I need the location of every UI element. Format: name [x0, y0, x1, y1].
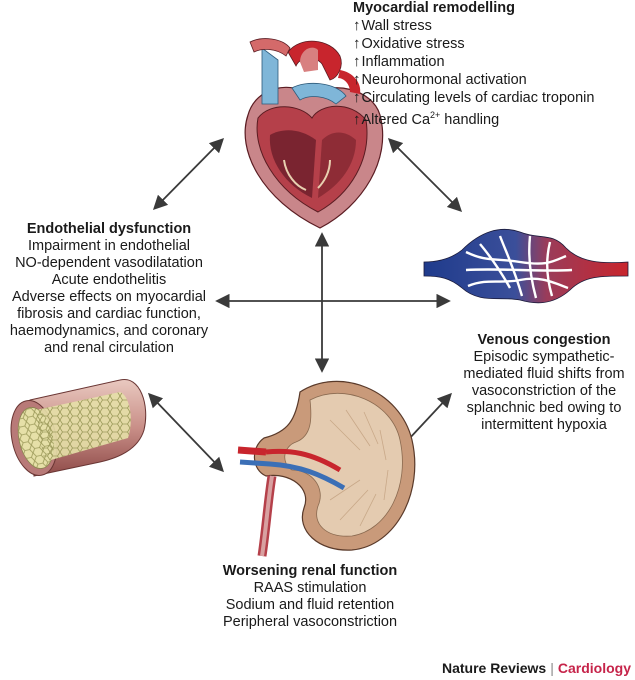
renal-function-title: Worsening renal function	[222, 563, 398, 579]
journal-name: Cardiology	[557, 660, 631, 676]
endothelial-line: haemodynamics, and coronary	[9, 323, 209, 339]
heart-illustration	[244, 38, 384, 229]
publisher-name: Nature Reviews	[441, 660, 547, 676]
myocardial-item: Inflammation	[353, 53, 594, 71]
renal-line: Sodium and fluid retention	[225, 597, 395, 613]
venous-network-illustration	[423, 228, 629, 304]
myocardial-remodelling-title: Myocardial remodelling	[353, 0, 515, 16]
venous-line: intermittent hypoxia	[481, 417, 607, 433]
myocardial-remodelling-block: Myocardial remodelling Wall stress Oxida…	[353, 0, 594, 129]
calcium-prefix: Altered Ca	[361, 111, 431, 128]
venous-line: splanchnic bed owing to	[466, 400, 622, 416]
endothelial-line: and renal circulation	[44, 340, 174, 356]
endothelial-dysfunction-title: Endothelial dysfunction	[26, 221, 192, 237]
venous-congestion-block: Venous congestion Episodic sympathetic- …	[456, 332, 632, 434]
myocardial-item: Neurohormonal activation	[353, 71, 594, 89]
renal-function-block: Worsening renal function RAAS stimulatio…	[203, 563, 417, 631]
arrow-heart-venous	[387, 137, 463, 213]
myocardial-item: Circulating levels of cardiac troponin	[353, 89, 595, 107]
journal-credit: Nature Reviews|Cardiology	[442, 660, 631, 676]
vessel-tube-illustration	[10, 379, 147, 477]
arrow-heart-endothelial	[152, 137, 225, 211]
connection-arrows	[148, 137, 463, 473]
renal-line: RAAS stimulation	[253, 580, 367, 596]
venous-line: mediated fluid shifts from	[463, 366, 625, 382]
endothelial-line: Adverse effects on myocardial	[12, 289, 206, 305]
venous-line: Episodic sympathetic-	[473, 349, 615, 365]
endothelial-line: NO-dependent vasodilatation	[15, 255, 203, 271]
endothelial-dysfunction-block: Endothelial dysfunction Impairment in en…	[0, 221, 218, 357]
credit-separator: |	[550, 660, 554, 676]
myocardial-item-calcium: Altered Ca2+ handling	[353, 107, 594, 129]
endothelial-line: Acute endothelitis	[51, 272, 167, 288]
arrow-endothelial-kidney	[148, 392, 224, 473]
endothelial-line: fibrosis and cardiac function,	[17, 306, 201, 322]
renal-line: Peripheral vasoconstriction	[222, 614, 398, 630]
calcium-suffix: handling	[440, 111, 500, 128]
venous-line: vasoconstriction of the	[471, 383, 617, 399]
myocardial-item: Oxidative stress	[353, 35, 594, 53]
myocardial-item: Wall stress	[353, 17, 594, 35]
calcium-superscript: 2+	[430, 110, 441, 120]
endothelial-line: Impairment in endothelial	[27, 238, 190, 254]
kidney-illustration	[237, 380, 416, 557]
venous-congestion-title: Venous congestion	[477, 332, 611, 348]
